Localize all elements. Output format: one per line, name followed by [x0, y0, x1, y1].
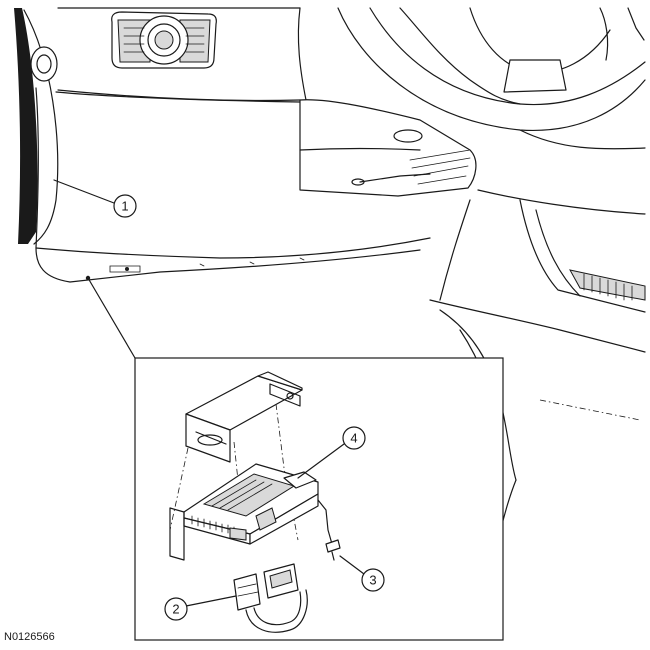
- callout-3: 3: [339, 555, 385, 592]
- alignment-line: [233, 441, 241, 501]
- svg-text:4: 4: [350, 431, 357, 446]
- inset-pointer-dot: [85, 275, 91, 281]
- steering-wheel: [337, 7, 646, 150]
- electrical-connectors: [233, 563, 308, 633]
- control-module: [169, 463, 319, 561]
- callout-4: 4: [297, 426, 366, 479]
- callout-2: 2: [164, 595, 237, 621]
- detail-inset-frame: [134, 357, 504, 641]
- figure-id-label: N0126566: [4, 631, 55, 643]
- instrument-panel: [14, 7, 646, 561]
- svg-text:3: 3: [369, 573, 376, 588]
- svg-text:2: 2: [172, 602, 179, 617]
- headlamp-switch: [111, 11, 217, 69]
- callout-1: 1: [53, 179, 137, 218]
- screw: [317, 499, 341, 561]
- svg-text:1: 1: [121, 199, 128, 214]
- inset-leader-line: [87, 277, 136, 359]
- module-bracket: [185, 371, 303, 463]
- alignment-line: [169, 447, 189, 531]
